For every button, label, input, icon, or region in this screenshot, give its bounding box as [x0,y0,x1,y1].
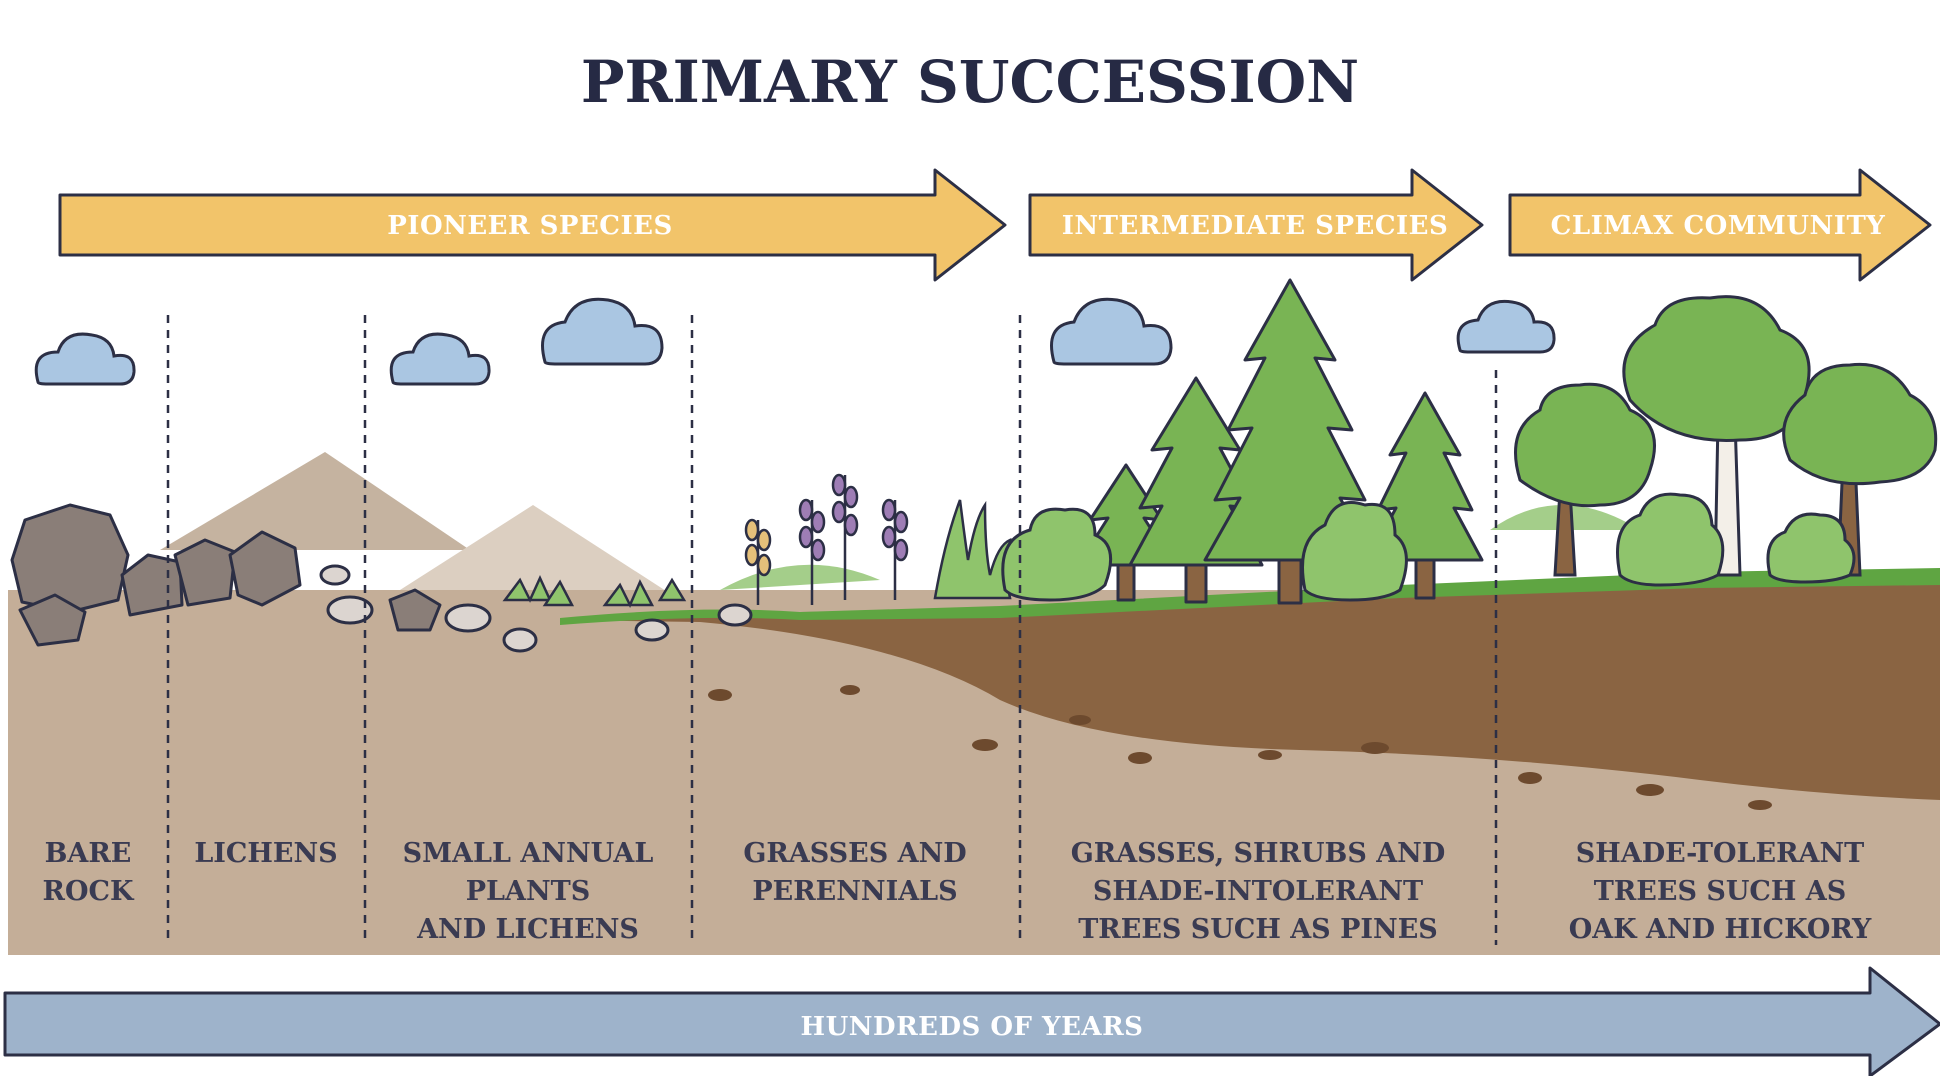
stage-label-line: TREES SUCH AS PINES [1078,914,1438,945]
stage-label-line: PERENNIALS [752,876,957,907]
diagram-title: PRIMARY SUCCESSION [581,48,1359,116]
phase-arrow-intermediate: INTERMEDIATE SPECIES [1028,168,1484,282]
boulder [228,530,302,607]
stage-label-line: OAK AND HICKORY [1569,914,1872,945]
boulder [388,588,442,632]
cloud-icon [1456,299,1556,354]
mountains [160,452,1640,600]
phase-arrows: PIONEER SPECIES INTERMEDIATE SPECIES CLI… [58,168,1932,282]
stage-label-2: LICHENS [194,838,337,869]
grass-tuft [602,579,655,608]
perennials [744,473,1012,605]
shrub [1301,501,1408,602]
stage-label-3: SMALL ANNUAL PLANTS AND LICHENS [403,838,654,945]
wheat-plant [744,518,772,605]
shrub [1001,507,1113,602]
stage-label-line: SHADE-TOLERANT [1576,838,1865,869]
pebble [319,564,351,586]
phase-label-climax: CLIMAX COMMUNITY [1551,211,1886,241]
oak-tree [1514,382,1656,577]
stage-label-line: SHADE-INTOLERANT [1093,876,1423,907]
shrub [1616,492,1725,587]
ground [8,568,1940,955]
stage-label-line: AND LICHENS [416,914,639,945]
cloud-icon [34,332,136,386]
timeline-arrow: HUNDREDS OF YEARS [3,966,1940,1076]
pine-tree [1366,391,1484,600]
stage-label-line: TREES SUCH AS [1594,876,1846,907]
grass-layer [560,568,1940,625]
phase-label-intermediate: INTERMEDIATE SPECIES [1062,211,1449,241]
pebble [717,603,753,627]
phase-arrow-shape [58,168,1007,282]
phase-arrow-shape [1508,168,1932,282]
rocks [10,503,753,653]
pebble [444,603,492,633]
oak-trees [1514,295,1938,587]
stage-label-line: PLANTS [466,876,591,907]
stage-label-line: GRASSES, SHRUBS AND [1071,838,1446,869]
cloud-icon [541,297,664,366]
cloud-icon [389,332,491,386]
soil-layer [560,575,1940,800]
stage-label-line: GRASSES AND [743,838,966,869]
clouds [34,297,1556,386]
boulder [120,553,184,617]
stage-labels: BARE ROCK LICHENS SMALL ANNUAL PLANTS AND LIC… [43,838,1872,945]
grass-tuft [657,577,687,602]
stage-label-1: BARE ROCK [43,838,135,907]
grass-tuft [542,579,575,607]
shrub [1766,512,1856,584]
pebble [634,618,670,642]
soil-pebbles [708,685,1772,810]
lavender-plant [798,473,909,605]
stage-label-line: SMALL ANNUAL [403,838,654,869]
phase-arrow-shape [1028,168,1484,282]
phase-label-pioneer: PIONEER SPECIES [387,211,673,241]
stage-dividers [166,315,1498,945]
small-plants [502,574,687,608]
mountain [160,452,470,550]
shrubs [1001,501,1408,602]
boulder [18,593,87,647]
grass-clump [933,499,1012,600]
stage-label-line: ROCK [43,876,135,907]
grass-tuft [502,574,552,603]
pine-trees [1076,278,1484,605]
timeline-label: HUNDREDS OF YEARS [801,1012,1144,1042]
stage-label-line: BARE [45,838,132,869]
pine-tree [1203,278,1377,605]
stage-label-4: GRASSES AND PERENNIALS [743,838,966,907]
phase-arrow-pioneer: PIONEER SPECIES [58,168,1007,282]
cloud-icon [1050,297,1173,366]
mountain [400,505,680,600]
stage-label-line: LICHENS [194,838,337,869]
phase-arrow-climax: CLIMAX COMMUNITY [1508,168,1932,282]
pebble [326,595,374,625]
boulder [173,538,237,607]
timeline-arrow-shape [3,966,1940,1076]
hill [720,564,880,590]
stage-label-6: SHADE-TOLERANT TREES SUCH AS OAK AND HICKO… [1569,838,1872,945]
boulder [10,503,130,614]
stage-label-5: GRASSES, SHRUBS AND SHADE-INTOLERANT TREES… [1071,838,1446,945]
pebble [502,627,538,653]
